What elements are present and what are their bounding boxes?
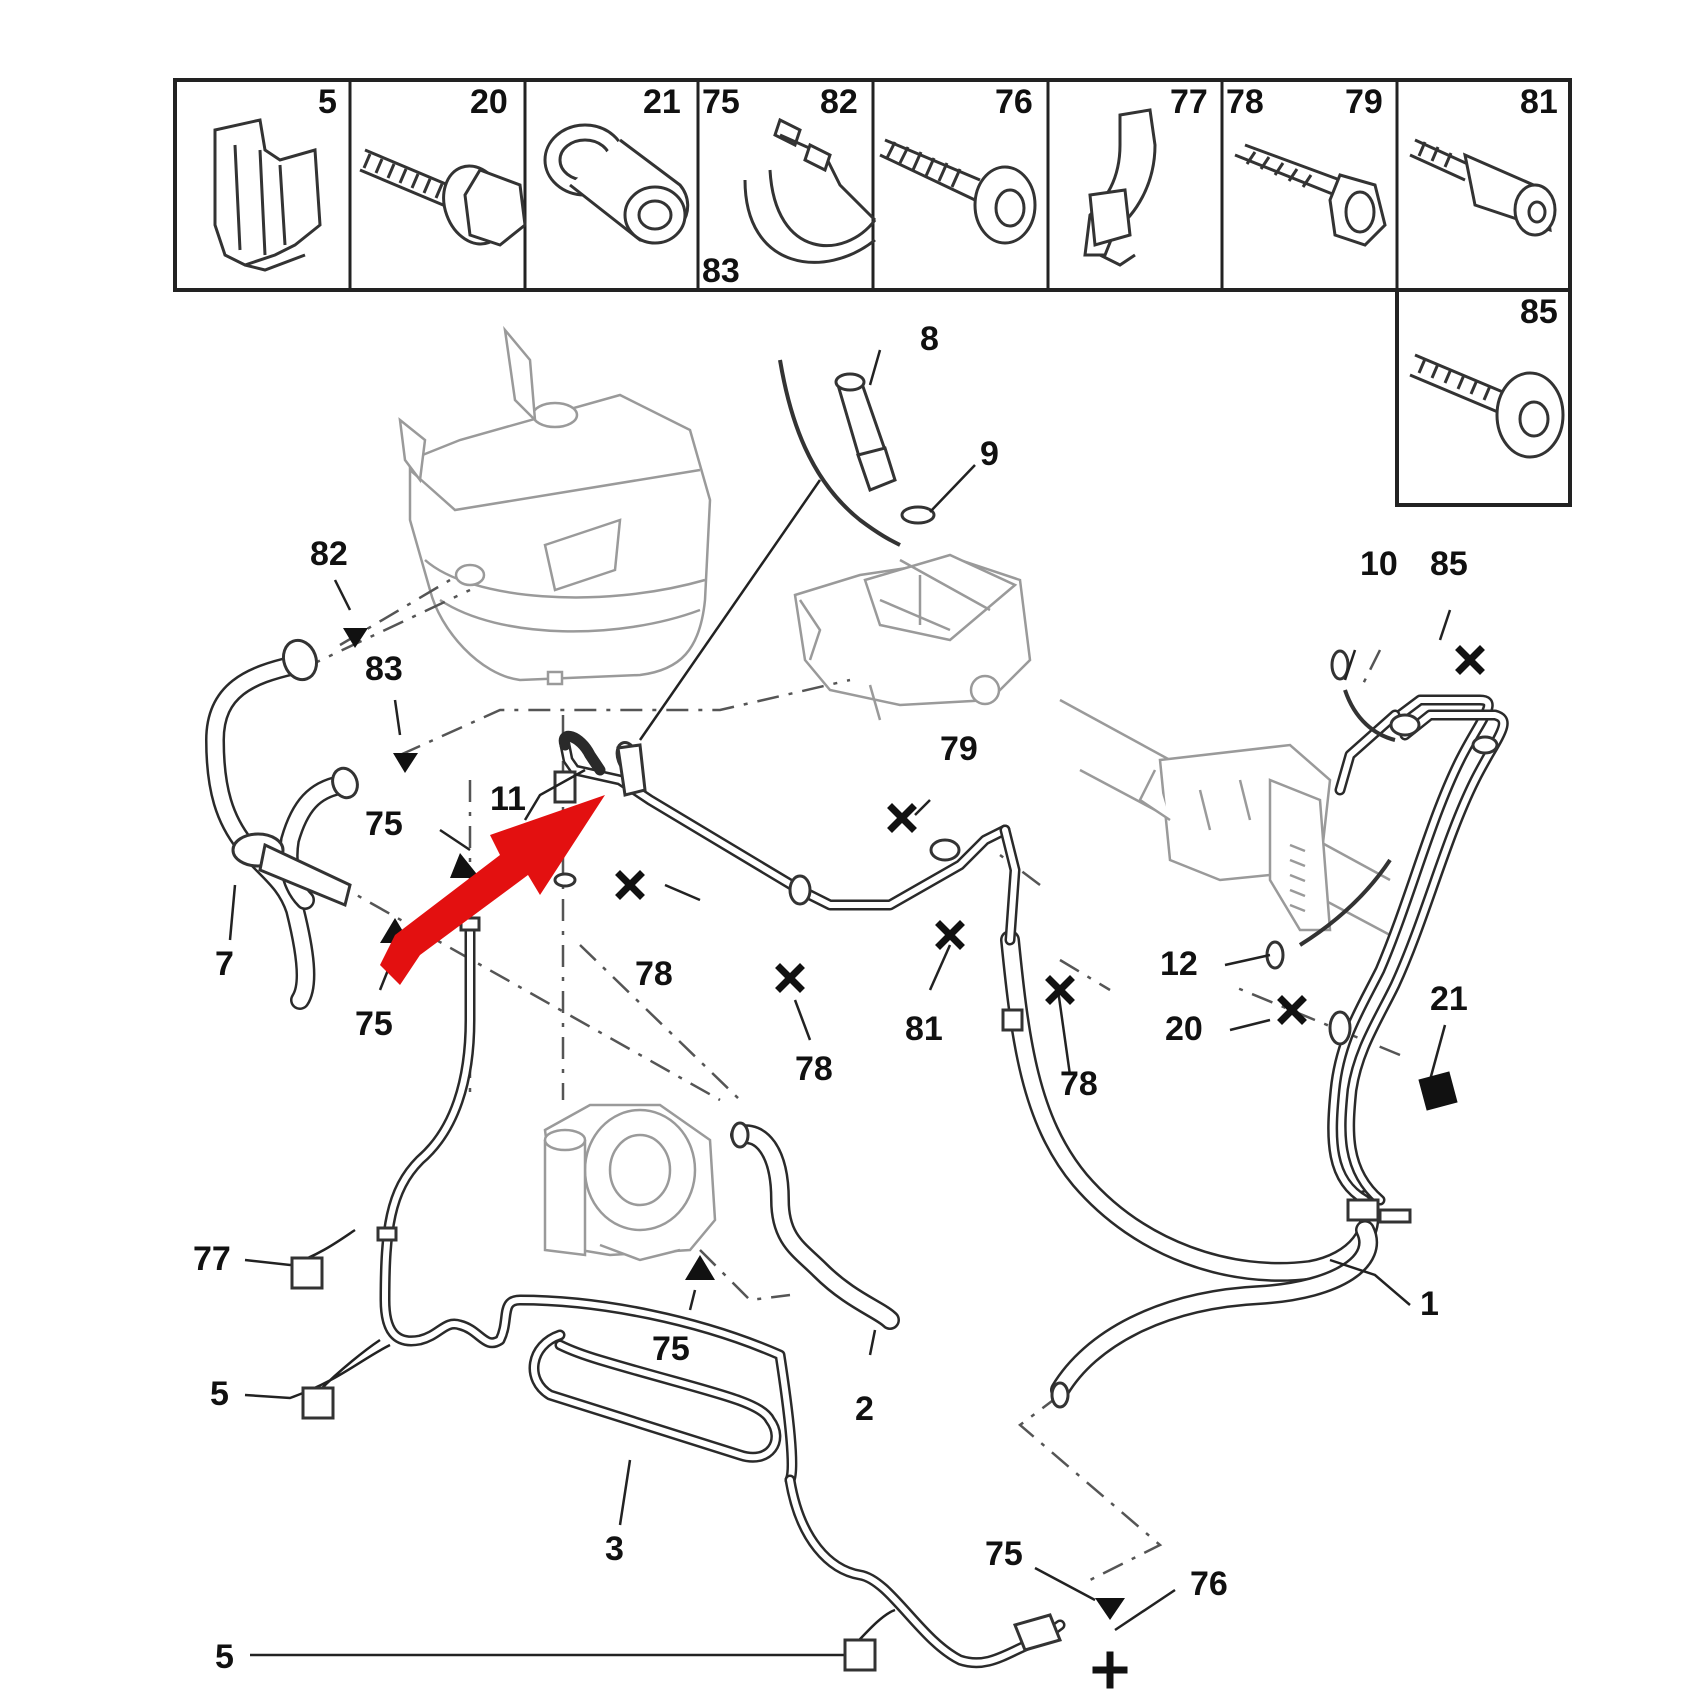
callout-3: 3 <box>605 1530 624 1568</box>
legend-label-5: 5 <box>318 83 337 121</box>
callout-78-right: 78 <box>1060 1065 1098 1103</box>
legend-label-77: 77 <box>1170 83 1208 121</box>
bushing-icon <box>543 123 690 245</box>
callout-8: 8 <box>920 320 939 358</box>
cooler-pipe-3 <box>376 916 1066 1669</box>
callout-11: 11 <box>490 780 526 818</box>
bolt-icon <box>1234 143 1387 247</box>
callout-20: 20 <box>1165 1010 1203 1048</box>
supply-hose-2 <box>730 1121 900 1330</box>
legend-label-83: 83 <box>702 252 740 290</box>
triangle-marker-75d <box>1095 1598 1125 1620</box>
callout-78-middle: 78 <box>795 1050 833 1088</box>
legend-label-78: 78 <box>1226 83 1264 121</box>
callout-81: 81 <box>905 1010 943 1048</box>
triangle-marker-75c <box>685 1255 715 1280</box>
legend-label-76: 76 <box>995 83 1033 121</box>
square-marker-77 <box>290 1256 324 1290</box>
callout-12: 12 <box>1160 945 1198 983</box>
stud-icon <box>1409 138 1557 237</box>
cross-markers <box>615 645 1485 1689</box>
legend-label-21: 21 <box>643 83 681 121</box>
callout-78-left: 78 <box>635 955 673 993</box>
legend-label-79: 79 <box>1345 83 1383 121</box>
filled-square-marker-21 <box>1418 1071 1458 1111</box>
callout-79: 79 <box>940 730 978 768</box>
steering-rack <box>1059 698 1391 937</box>
triangle-markers <box>343 628 1125 1620</box>
fluid-reservoir <box>398 325 712 686</box>
square-marker-5a <box>301 1386 335 1420</box>
flange-bolt-icon <box>359 148 527 247</box>
abs-module <box>793 553 1032 721</box>
cross-marker-78a <box>615 870 645 900</box>
triangle-marker-82 <box>343 628 368 648</box>
pipe-clip-icon <box>1083 108 1157 267</box>
legend-label-82: 82 <box>820 83 858 121</box>
cross-marker-76 <box>1092 1651 1128 1689</box>
legend-label-85: 85 <box>1520 293 1558 331</box>
return-hose-7 <box>205 638 359 1010</box>
square-marker-5b <box>843 1638 877 1672</box>
callout-75-lower: 75 <box>355 1005 393 1043</box>
pressure-hose-1 <box>999 824 1380 1409</box>
callout-5-left: 5 <box>210 1375 229 1413</box>
triangle-marker-75a <box>450 853 480 878</box>
callout-76: 76 <box>1190 1565 1228 1603</box>
washer-screw-icon <box>879 138 1037 245</box>
callout-1: 1 <box>1420 1285 1439 1323</box>
rack-feed-pipes <box>1327 694 1509 1224</box>
hose-clamp-icon <box>743 117 877 264</box>
legend-label-20: 20 <box>470 83 508 121</box>
callout-85: 85 <box>1430 545 1468 583</box>
guide-lines <box>299 578 1401 1582</box>
cross-marker-20 <box>1277 995 1307 1025</box>
cross-marker-78b <box>775 963 805 993</box>
callout-9: 9 <box>980 435 999 473</box>
power-steering-pump <box>543 1103 717 1262</box>
callout-leaders <box>228 349 1452 1657</box>
cross-marker-78c <box>1045 975 1075 1005</box>
callout-82: 82 <box>310 535 348 573</box>
seal-12-leader <box>1298 858 1392 947</box>
callout-75-pump: 75 <box>652 1330 690 1368</box>
clip-icon <box>213 118 322 272</box>
callout-75-upper: 75 <box>365 805 403 843</box>
seal-10 <box>1330 649 1350 681</box>
legend-label-81: 81 <box>1520 83 1558 121</box>
callout-5-bottom: 5 <box>215 1638 234 1676</box>
callout-7: 7 <box>215 945 234 983</box>
square-markers <box>290 1071 1458 1672</box>
callout-75-bottom: 75 <box>985 1535 1023 1573</box>
legend-table: 5 20 21 75 82 83 76 77 78 79 81 85 <box>173 78 1572 507</box>
cross-marker-85 <box>1455 645 1485 675</box>
callout-2: 2 <box>855 1390 874 1428</box>
callout-labels: 1 2 3 5 5 7 8 9 10 11 12 20 21 75 75 75 … <box>193 320 1468 1676</box>
callout-21: 21 <box>1430 980 1468 1018</box>
flange-screw-icon <box>1409 353 1565 459</box>
triangle-marker-83 <box>393 753 418 773</box>
seal-10-leader <box>1343 689 1396 742</box>
callout-10: 10 <box>1360 545 1398 583</box>
cross-marker-79 <box>887 803 917 833</box>
cross-marker-81 <box>935 920 965 950</box>
callout-83: 83 <box>365 650 403 688</box>
legend-label-75: 75 <box>702 83 740 121</box>
red-pointer-arrow <box>380 795 605 985</box>
pressure-switch-8 <box>638 359 936 741</box>
callout-77: 77 <box>193 1240 231 1278</box>
